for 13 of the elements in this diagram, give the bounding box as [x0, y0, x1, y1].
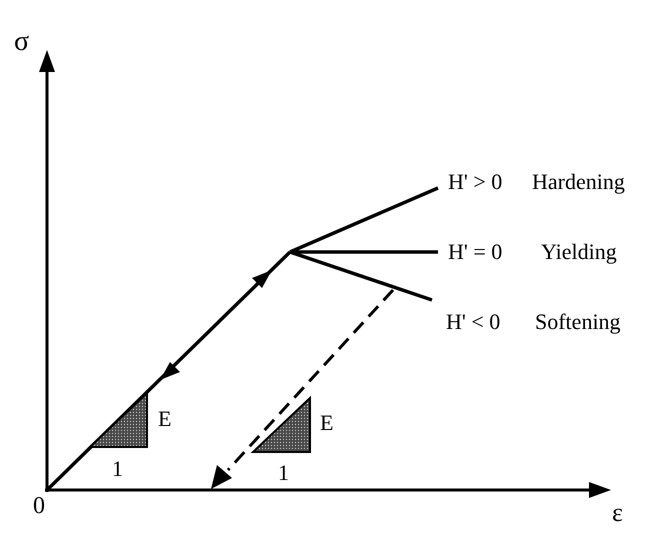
axis-label: H' = 0	[448, 241, 502, 263]
axis-label: σ	[14, 28, 30, 56]
axis-label: H' > 0	[448, 171, 502, 193]
axis-label: 1	[278, 462, 289, 484]
axis-label: Yielding	[541, 241, 617, 263]
axis-label: H' < 0	[446, 311, 500, 333]
axis-label: 0	[33, 494, 45, 518]
axis-label: Hardening	[532, 171, 625, 193]
axis-label: ε	[612, 500, 623, 526]
axis-label: E	[320, 412, 334, 434]
axis-label: 1	[112, 458, 123, 480]
axis-label: E	[158, 408, 172, 430]
axis-label: Softening	[535, 311, 621, 333]
